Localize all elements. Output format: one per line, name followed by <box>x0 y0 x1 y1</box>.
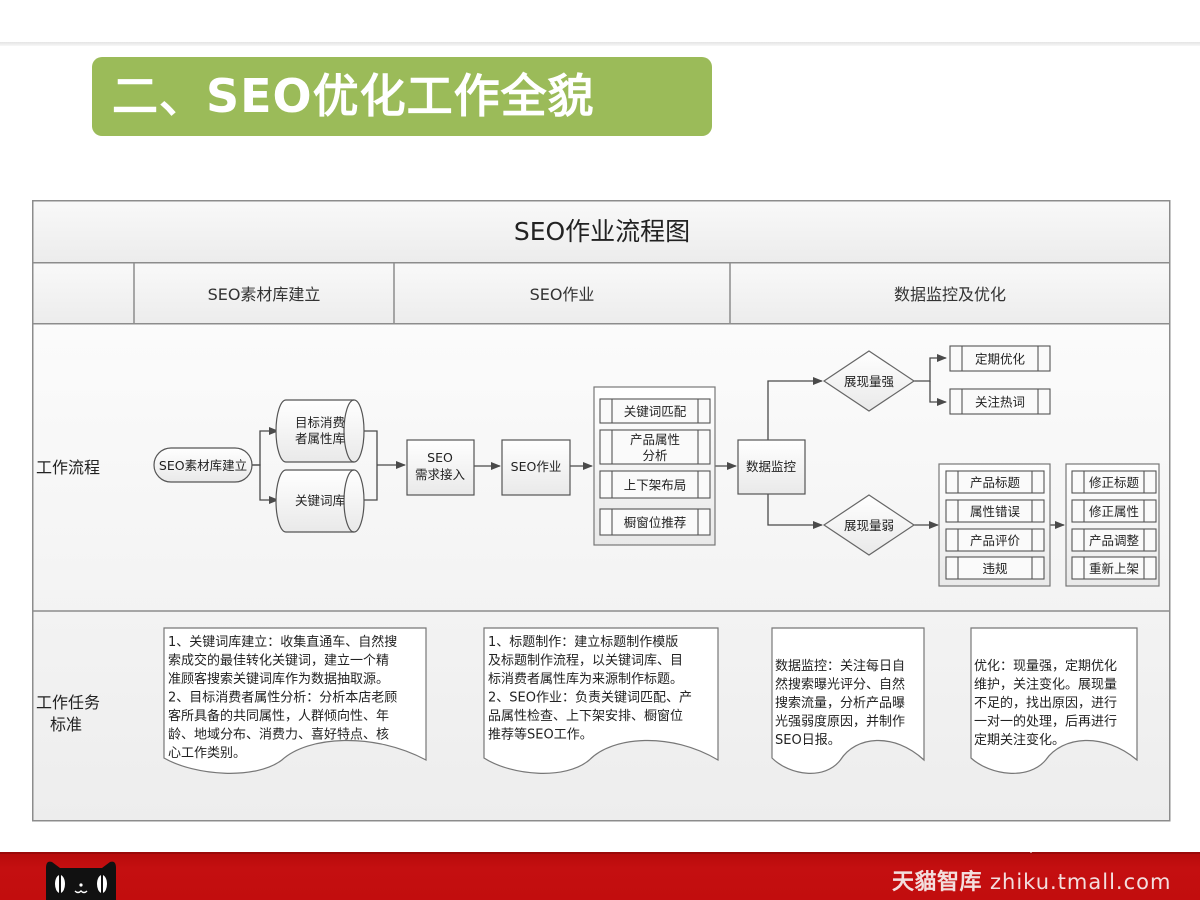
standard-text-line: 2、目标消费者属性分析：分析本店老顾 <box>168 691 397 706</box>
standard-text-line: SEO日报。 <box>775 733 841 748</box>
strong-action: 定期优化 <box>949 345 1051 372</box>
standard-text-line: 心工作类别。 <box>168 746 246 761</box>
work-item: 关键词匹配 <box>599 398 711 424</box>
work-item-label: 产品属性 <box>630 432 680 447</box>
weak-fix-label: 重新上架 <box>1089 561 1139 576</box>
standard-document: 优化：现量强，定期优化维护，关注变化。展现量不足的，找出原因，进行一对一的处理，… <box>970 627 1138 774</box>
phase-header-monitor: 数据监控及优化 <box>894 285 1006 304</box>
standard-text-line: 光强弱度原因，并制作 <box>775 714 905 730</box>
standard-text-line: 数据监控：关注每日自 <box>775 658 905 674</box>
weak-fix: 产品调整 <box>1071 528 1157 552</box>
weak-issue-label: 属性错误 <box>970 504 1021 519</box>
weak-issue-label: 产品评价 <box>970 533 1021 548</box>
standards-documents: 1、关键词库建立：收集直通车、自然搜索成交的最佳转化关键词，建立一个精准顾客搜索… <box>163 627 1138 774</box>
footer-brand: 天貓智库 zhiku.tmall.com <box>892 864 1171 896</box>
standard-text-line: 不足的，找出原因，进行 <box>974 695 1117 711</box>
slide-title: 二、SEO优化工作全貌 <box>112 69 595 123</box>
slide-title-banner: 二、SEO优化工作全貌 <box>92 57 712 136</box>
work-item-label: 橱窗位推荐 <box>624 515 687 530</box>
strong-action-label: 定期优化 <box>975 352 1026 367</box>
standard-text-line: 2、SEO作业：负责关键词匹配、产 <box>488 691 692 706</box>
weak-issue: 产品标题 <box>945 470 1045 494</box>
standard-text-line: 标消费者属性库为来源制作标题。 <box>488 671 683 687</box>
standard-document: 1、标题制作：建立标题制作模版及标题制作流程，以关键词库、目标消费者属性库为来源… <box>483 627 719 774</box>
row-label-standards-1: 工作任务 <box>36 693 100 712</box>
footer-notch <box>1025 847 1037 853</box>
footer-bar <box>0 852 1200 900</box>
node-intake-label-1: SEO <box>427 450 453 465</box>
top-divider <box>0 42 1200 46</box>
weak-issue: 属性错误 <box>945 499 1045 523</box>
node-decision-weak-label: 展现量弱 <box>844 518 894 533</box>
row-label-standards-2: 标准 <box>50 715 82 734</box>
standard-document: 1、关键词库建立：收集直通车、自然搜索成交的最佳转化关键词，建立一个精准顾客搜索… <box>163 627 427 774</box>
node-decision-strong-label: 展现量强 <box>844 374 895 389</box>
weak-issue-label: 产品标题 <box>970 475 1021 490</box>
work-item-label: 分析 <box>642 448 667 463</box>
node-start: SEO素材库建立 <box>153 447 253 483</box>
standard-text-line: 一对一的处理，后再进行 <box>974 714 1117 730</box>
node-monitor-label: 数据监控 <box>746 459 797 474</box>
standard-document: 数据监控：关注每日自然搜索曝光评分、自然搜索流量，分析产品曝光强弱度原因，并制作… <box>771 627 925 774</box>
phase-header-material: SEO素材库建立 <box>208 285 321 304</box>
diagram-title: SEO作业流程图 <box>514 217 690 246</box>
weak-issue: 产品评价 <box>945 528 1045 552</box>
weak-issue: 违规 <box>945 556 1045 580</box>
node-decision-strong: 展现量强 <box>822 350 916 412</box>
node-db-consumer: 目标消费 者属性库 <box>275 399 365 463</box>
weak-fix-label: 产品调整 <box>1089 533 1140 548</box>
standard-text-line: 及标题制作流程，以关键词库、目 <box>488 653 683 669</box>
row-label-workflow: 工作流程 <box>36 458 100 477</box>
footer-url: zhiku.tmall.com <box>990 870 1172 894</box>
node-intake-label-2: 需求接入 <box>415 467 466 482</box>
node-start-label: SEO素材库建立 <box>159 458 247 473</box>
standard-text-line: 维护，关注变化。展现量 <box>974 677 1117 693</box>
strong-action-label: 关注热词 <box>975 395 1025 410</box>
standard-text-line: 品属性检查、上下架安排、橱窗位 <box>488 708 683 724</box>
work-item: 橱窗位推荐 <box>599 508 711 536</box>
node-seo-work-label: SEO作业 <box>511 459 562 474</box>
weak-fix: 修正属性 <box>1071 499 1157 523</box>
standard-text-line: 搜索流量，分析产品曝 <box>775 696 905 711</box>
standard-text-line: 然搜索曝光评分、自然 <box>775 677 905 693</box>
tmall-cat-logo-icon <box>46 861 116 900</box>
node-db-keywords: 关键词库 <box>275 469 365 533</box>
node-db-keywords-label: 关键词库 <box>295 493 345 508</box>
weak-fix-label: 修正标题 <box>1089 475 1140 490</box>
seo-flowchart: SEO作业流程图 SEO素材库建立 SEO作业 数据监控及优化 工作流程 工作任… <box>32 200 1171 822</box>
weak-issue-label: 违规 <box>982 561 1007 576</box>
node-db-consumer-label-2: 者属性库 <box>295 431 345 446</box>
phase-header-seo-work: SEO作业 <box>530 285 595 304</box>
node-decision-weak: 展现量弱 <box>822 494 916 556</box>
strong-action: 关注热词 <box>949 388 1051 415</box>
work-item-label: 关键词匹配 <box>624 404 687 419</box>
weak-fix: 修正标题 <box>1071 470 1157 494</box>
node-monitor: 数据监控 <box>737 439 806 495</box>
standard-text-line: 优化：现量强，定期优化 <box>974 659 1117 674</box>
node-db-consumer-label-1: 目标消费 <box>295 415 345 430</box>
standard-text-line: 推荐等SEO工作。 <box>488 727 593 743</box>
weak-fix-label: 修正属性 <box>1089 504 1139 519</box>
connectors <box>252 354 1065 529</box>
node-seo-work: SEO作业 <box>501 439 571 496</box>
standard-text-line: 1、关键词库建立：收集直通车、自然搜 <box>168 634 397 650</box>
work-item: 上下架布局 <box>599 470 711 499</box>
standard-text-line: 客所具备的共同属性，人群倾向性、年 <box>168 708 389 724</box>
weak-fix: 重新上架 <box>1071 556 1157 580</box>
standard-text-line: 定期关注变化。 <box>974 732 1065 748</box>
standard-text-line: 龄、地域分布、消费力、喜好特点、核 <box>168 728 389 743</box>
standard-text-line: 准顾客搜索关键词库作为数据抽取源。 <box>168 671 389 687</box>
node-intake: SEO 需求接入 <box>406 439 475 496</box>
work-item-label: 上下架布局 <box>624 478 687 493</box>
standard-text-line: 索成交的最佳转化关键词，建立一个精 <box>168 653 389 669</box>
standard-text-line: 1、标题制作：建立标题制作模版 <box>488 635 678 650</box>
footer-brand-cn: 天貓智库 <box>892 870 983 895</box>
